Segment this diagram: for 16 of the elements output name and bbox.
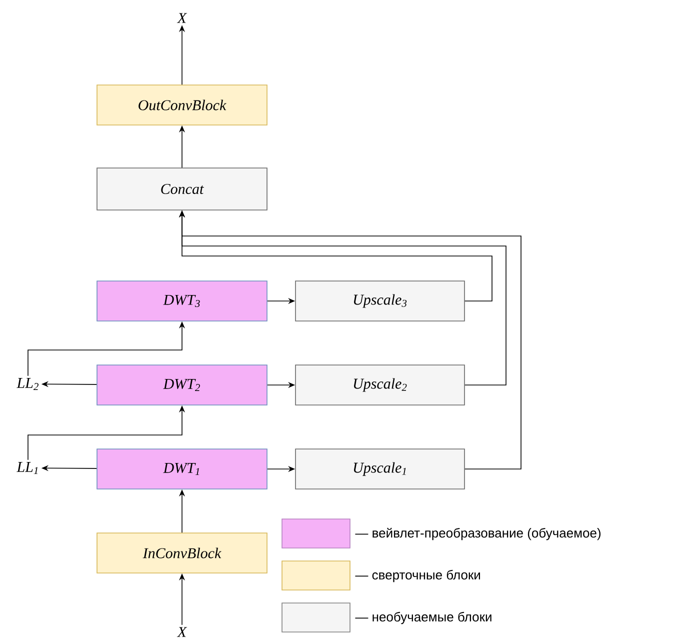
process-box: Upscale$_{2}$ (295, 364, 465, 406)
process-box: Upscale$_{3}$ (295, 280, 465, 322)
process-box: Upscale$_{1}$ (295, 448, 465, 490)
legend-label: — вейвлет-преобразование (обучаемое) (355, 528, 600, 540)
variable-label: LL$_{2}$ (16, 378, 38, 390)
variable-label: X (176, 13, 188, 23)
dwt-box: DWT$_{3}$ (96, 280, 268, 322)
conv-block-box: OutConvBlock (96, 84, 268, 126)
variable-label: LL$_{1}$ (16, 462, 38, 474)
dwt-box: DWT$_{2}$ (96, 364, 268, 406)
conv-block-box: InConvBlock (96, 532, 268, 574)
legend-label: — необучаемые блоки (355, 612, 492, 624)
legend-label: — сверточные блоки (355, 570, 480, 582)
process-box: Concat (96, 168, 268, 210)
dwt-box: DWT$_{1}$ (96, 448, 268, 490)
variable-label: X (176, 627, 188, 637)
